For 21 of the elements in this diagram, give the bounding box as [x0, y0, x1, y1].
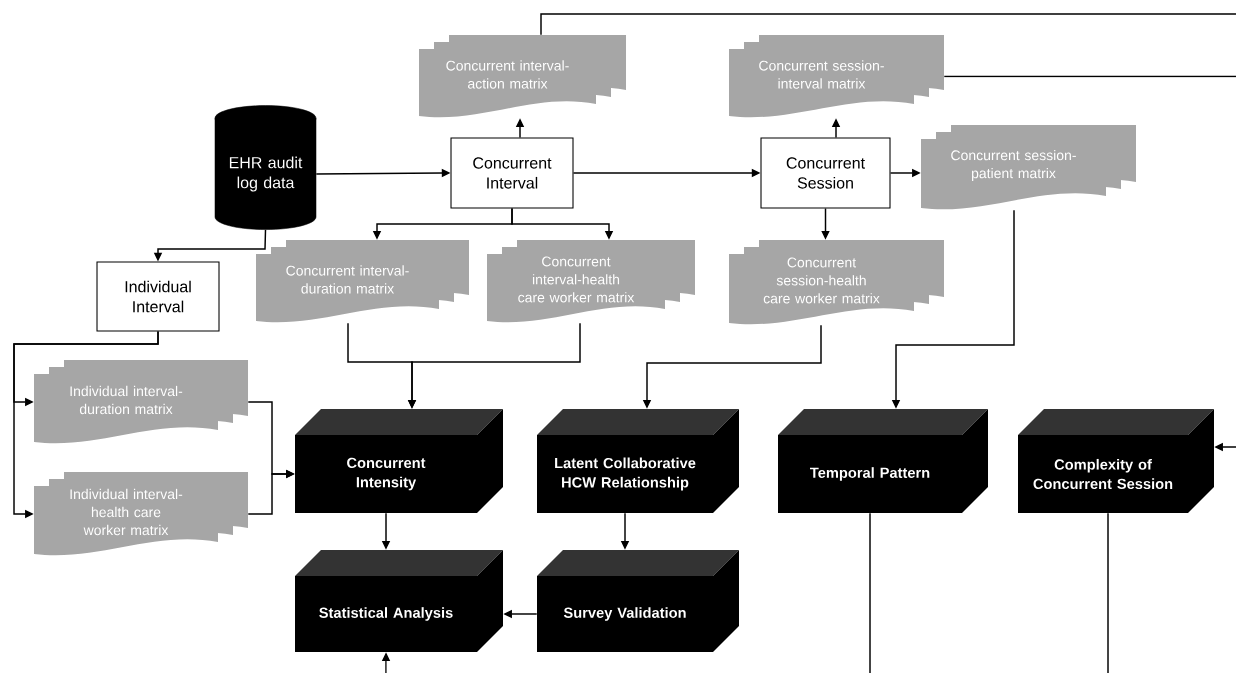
document-stack: Individual interval-health care worker matrix: [34, 472, 248, 556]
process-box: Concurrent Session: [760, 137, 891, 209]
cube-box: Survey Validation: [537, 550, 739, 652]
document-stack: Concurrent session-health care worker matrix: [729, 240, 944, 325]
cube-box: Temporal Pattern: [778, 409, 988, 513]
cube-box: Latent Collaborative HCW Relationship: [537, 409, 739, 513]
document-stack: Concurrent session-interval matrix: [729, 35, 944, 118]
document-stack: Concurrent interval-action matrix: [419, 35, 626, 118]
database-cylinder: EHR audit log data: [214, 105, 317, 230]
connector-line: [869, 512, 871, 673]
cube-box: Complexity of Concurrent Session: [1018, 409, 1214, 513]
cube-box: Concurrent Intensity: [295, 409, 503, 513]
process-box: Concurrent Interval: [450, 137, 574, 209]
document-stack: Individual interval-duration matrix: [34, 360, 248, 444]
process-box: Individual Interval: [96, 261, 220, 332]
document-stack: Concurrent interval-duration matrix: [256, 240, 469, 323]
connector-line: [1107, 512, 1109, 673]
connector-line: [540, 13, 1236, 36]
document-stack: Concurrent interval-health care worker matrix: [487, 240, 695, 323]
document-stack: Concurrent session-patient matrix: [921, 125, 1136, 210]
cube-box: Statistical Analysis: [295, 550, 503, 652]
